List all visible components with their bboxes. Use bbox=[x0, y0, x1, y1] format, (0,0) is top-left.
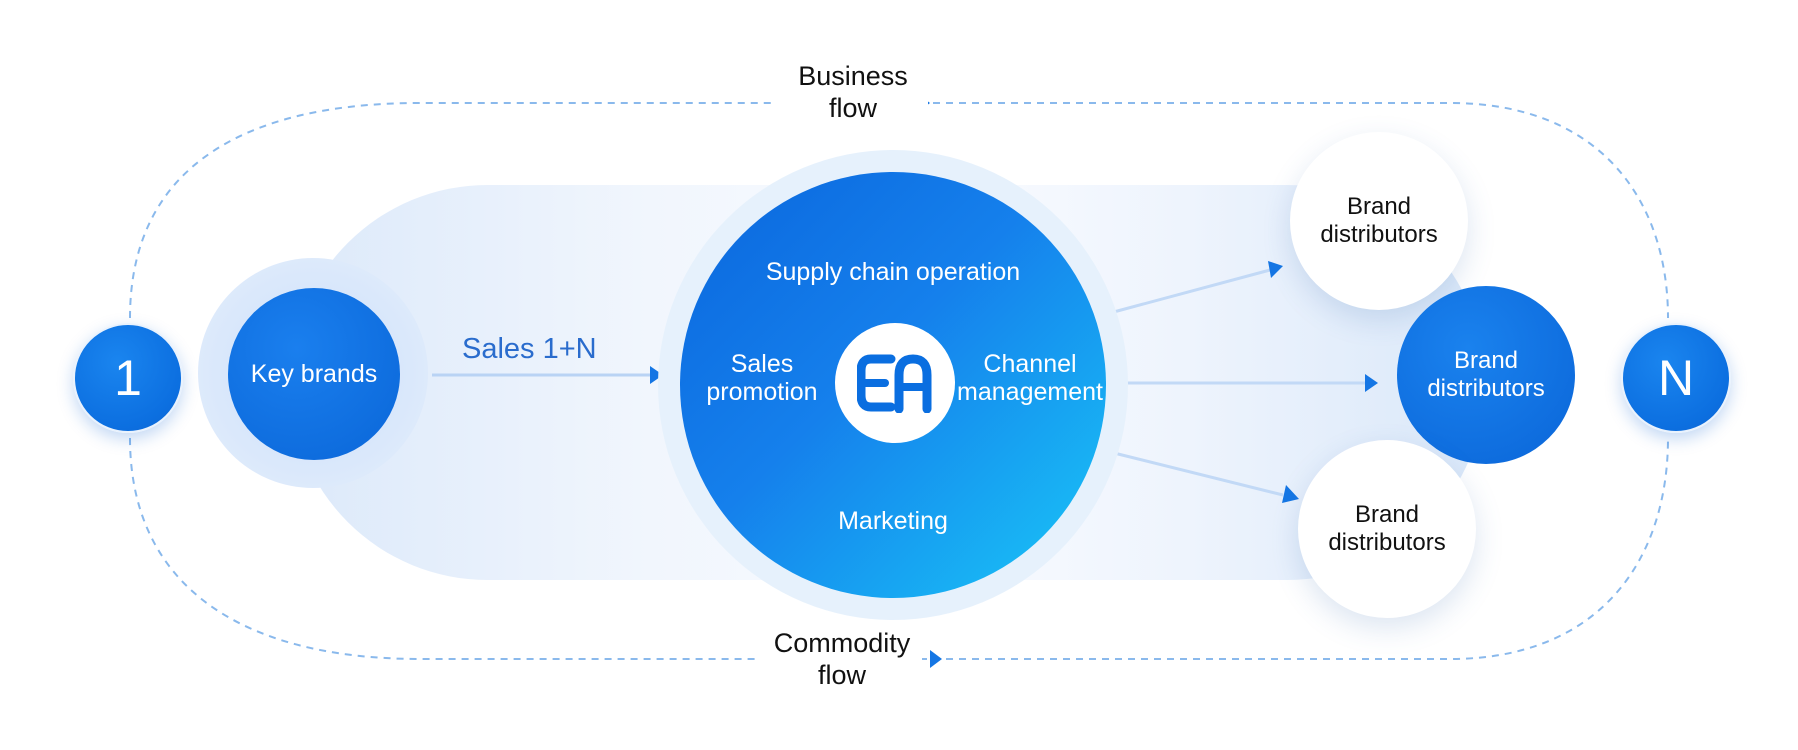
lower-connector-arrow bbox=[1282, 485, 1299, 503]
start-node-label: 1 bbox=[114, 350, 142, 406]
logo-badge bbox=[835, 323, 955, 443]
hub-right-label-line1: Channel bbox=[983, 350, 1077, 378]
commodity-flow-label: Commodity flow bbox=[762, 627, 922, 691]
distributor-top-line1: Brand bbox=[1346, 193, 1412, 220]
commodity-flow-path bbox=[129, 437, 1669, 660]
end-node-label: N bbox=[1657, 350, 1695, 406]
upper-connector-arrow bbox=[1268, 261, 1283, 278]
distributor-middle-line2: distributors bbox=[1427, 375, 1545, 402]
sales-link-label: Sales 1+N bbox=[462, 333, 597, 365]
ea-logo-icon bbox=[857, 354, 932, 413]
start-node-1: 1 bbox=[73, 323, 183, 433]
commodity-flow-arrow bbox=[930, 650, 942, 668]
distributor-bottom-line1: Brand bbox=[1354, 501, 1420, 528]
key-brands-node: Key brands bbox=[228, 288, 400, 460]
distributor-node-middle: Brand distributors bbox=[1397, 286, 1575, 464]
business-flow-label: Business flow bbox=[778, 60, 928, 124]
sales-connector-arrow bbox=[650, 366, 663, 384]
commodity-flow-label-line1: Commodity bbox=[773, 628, 911, 658]
distributor-middle-line1: Brand bbox=[1453, 347, 1519, 374]
hub-right-label: Channel management bbox=[950, 350, 1110, 406]
lower-connector-line bbox=[1109, 450, 1284, 497]
middle-connector-arrow bbox=[1365, 374, 1378, 392]
distributor-node-bottom: Brand distributors bbox=[1298, 440, 1476, 618]
hub-left-label-line2: promotion bbox=[706, 378, 818, 406]
upper-connector-line bbox=[1109, 268, 1271, 315]
key-brands-label: Key brands bbox=[250, 359, 378, 388]
hub-top-label: Supply chain operation bbox=[765, 258, 1021, 286]
business-flow-path bbox=[129, 102, 1669, 319]
hub-right-label-line2: management bbox=[957, 378, 1103, 406]
distributor-node-top: Brand distributors bbox=[1290, 132, 1468, 310]
end-node-n: N bbox=[1621, 323, 1731, 433]
distributor-bottom-line2: distributors bbox=[1328, 529, 1446, 556]
business-flow-label-line1: Business bbox=[798, 61, 908, 91]
hub-left-label: Sales promotion bbox=[682, 350, 842, 406]
business-flow-label-line2: flow bbox=[828, 93, 877, 123]
hub-left-label-line1: Sales bbox=[730, 350, 794, 378]
hub-bottom-label: Marketing bbox=[838, 507, 948, 535]
commodity-flow-label-line2: flow bbox=[817, 660, 866, 690]
distributor-top-line2: distributors bbox=[1320, 221, 1438, 248]
